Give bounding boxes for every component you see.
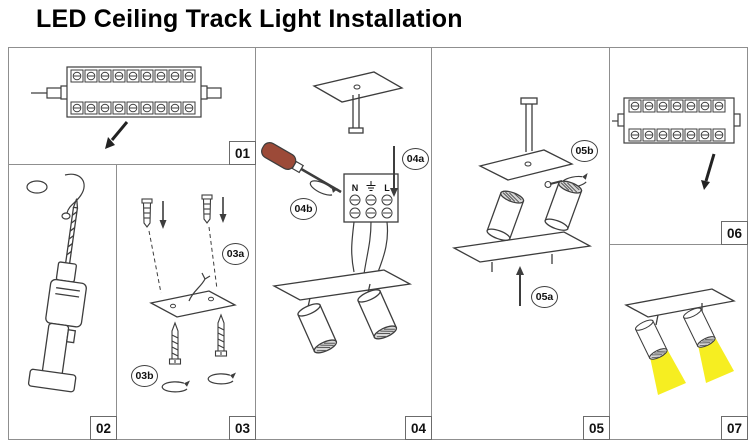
mounting-screw <box>168 322 182 365</box>
screwdriver <box>261 142 342 194</box>
step-panel-05: 05b 05a 05 <box>431 47 610 440</box>
step-number-02: 02 <box>90 416 117 440</box>
power-drill-illustration <box>26 173 87 393</box>
spotlight <box>633 317 670 362</box>
insert-arrow <box>159 201 167 229</box>
spotlight <box>355 286 399 343</box>
step-number-04: 04 <box>405 416 432 440</box>
direction-arrow <box>105 121 129 149</box>
step-number-03: 03 <box>229 416 256 440</box>
hole-mark-oval <box>26 180 48 194</box>
terminal-block: N L <box>343 173 399 223</box>
step-number-06: 06 <box>721 221 748 245</box>
callout-03a: 03a <box>222 243 249 265</box>
step-number-01: 01 <box>229 141 256 165</box>
page-title: LED Ceiling Track Light Installation <box>36 5 463 33</box>
callout-03b: 03b <box>131 365 158 387</box>
step-panel-02: 02 <box>8 164 117 440</box>
callout-05a: 05a <box>531 286 558 308</box>
assembly-illustration <box>451 97 593 306</box>
direction-arrow <box>701 153 716 190</box>
spotlight <box>485 188 526 244</box>
track-bar <box>451 231 593 272</box>
drill-body <box>27 198 87 393</box>
insert-arrow <box>219 197 227 223</box>
light-beam <box>650 349 686 395</box>
ceiling-canopy <box>478 97 574 181</box>
light-beam <box>698 337 734 383</box>
step-panel-04: N L <box>255 47 432 440</box>
earth-ground-icon <box>366 181 376 191</box>
callout-05b: 05b <box>571 140 598 162</box>
wiring-illustration: N L <box>261 71 413 357</box>
wall-anchor <box>201 194 213 224</box>
step-panel-07: 07 <box>609 244 748 440</box>
step-panel-01: 01 <box>8 47 256 165</box>
spotlight <box>295 300 339 357</box>
terminal-strip-illustration <box>31 66 222 149</box>
rotation-arrow <box>207 371 237 385</box>
mounting-screw <box>214 314 228 357</box>
ceiling-canopy <box>312 71 404 134</box>
wall-anchor <box>141 198 153 228</box>
wires <box>351 221 389 275</box>
mounting-illustration <box>141 194 237 393</box>
callout-04b: 04b <box>290 198 317 220</box>
terminal-strip-illustration <box>612 97 741 190</box>
step-number-07: 07 <box>721 416 748 440</box>
down-arrow <box>390 146 398 197</box>
step-panel-03: 03a 03b 03 <box>116 164 256 440</box>
cable <box>61 173 85 220</box>
finished-light-illustration <box>624 288 736 395</box>
step-panel-06: 06 <box>609 47 748 245</box>
terminal-l-label: L <box>384 183 390 193</box>
spotlight <box>681 305 718 350</box>
callout-04a: 04a <box>402 148 429 170</box>
rotation-arrow <box>161 379 191 393</box>
up-arrow <box>516 266 524 306</box>
terminal-n-label: N <box>352 183 359 193</box>
track-bar <box>271 269 413 308</box>
track-bar <box>624 288 736 326</box>
step-number-05: 05 <box>583 416 610 440</box>
mounting-plate <box>149 272 237 318</box>
